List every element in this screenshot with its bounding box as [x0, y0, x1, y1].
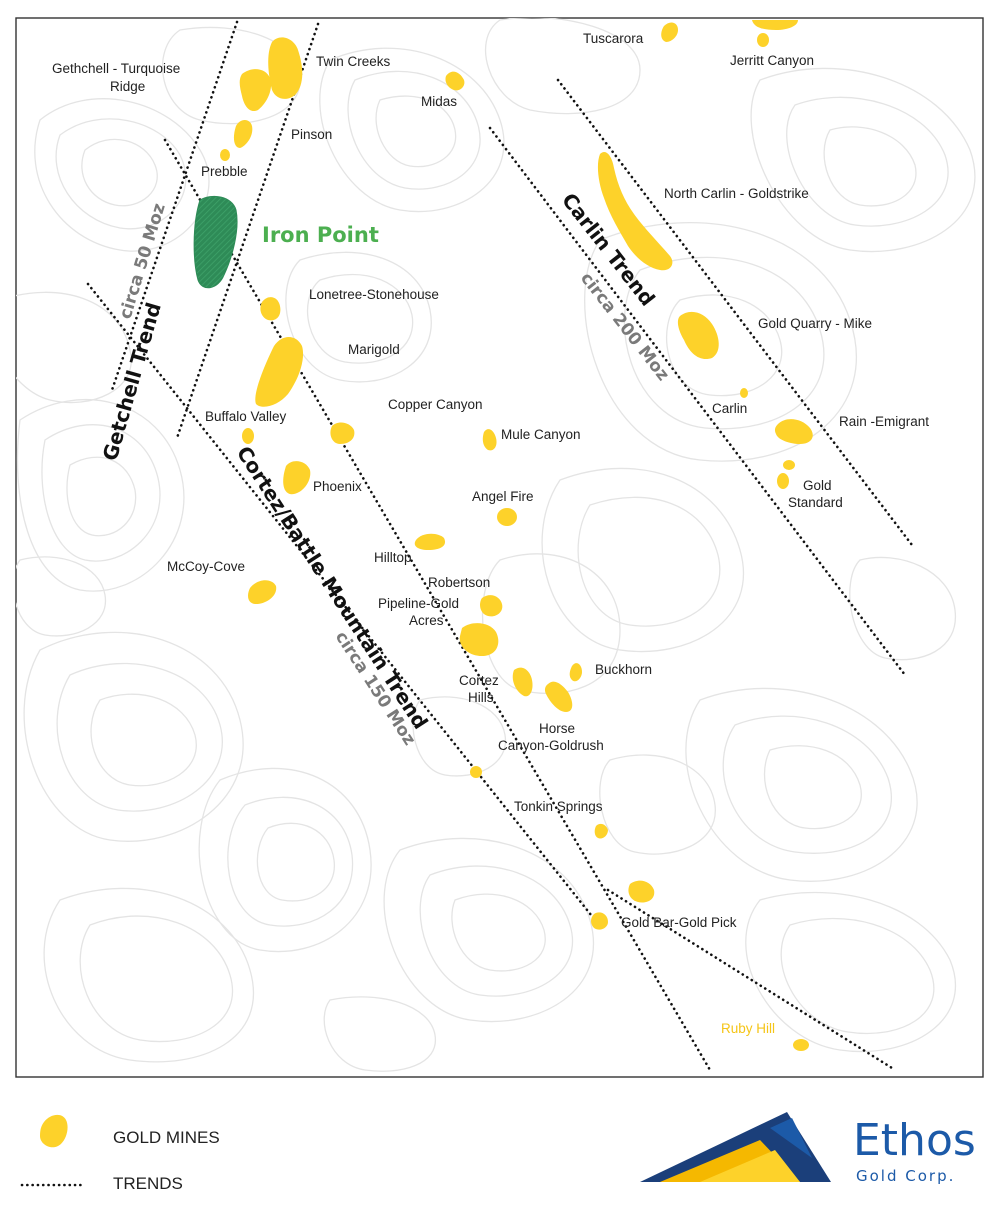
gold-mine-pipeline — [459, 623, 499, 656]
label-pinson: Pinson — [291, 127, 332, 142]
gold-mine-gold-standard-b — [777, 473, 789, 489]
label-ruby-hill: Ruby Hill — [721, 1021, 775, 1036]
gold-mine-gold-standard-a — [783, 460, 795, 470]
label-cortez-2: Hills — [468, 690, 494, 705]
gold-mine-north-carlin — [597, 151, 673, 271]
label-prebble: Prebble — [201, 164, 248, 179]
label-tonkin: Tonkin Springs — [514, 799, 603, 814]
label-cortez-1: Cortez — [459, 673, 499, 688]
label-midas: Midas — [421, 94, 457, 109]
gold-mine-tuscarora — [661, 22, 678, 42]
label-angel-fire: Angel Fire — [472, 489, 534, 504]
gold-mine-rain — [774, 419, 813, 444]
label-rain: Rain -Emigrant — [839, 414, 929, 429]
trend-lines — [86, 20, 914, 1072]
label-gethchell-2: Ridge — [110, 79, 145, 94]
map-frame — [15, 17, 984, 1078]
label-tuscarora: Tuscarora — [583, 31, 644, 46]
label-gold-quarry: Gold Quarry - Mike — [758, 316, 872, 331]
iron-point-area — [193, 195, 238, 289]
mine-labels: Gethchell - Turquoise Ridge Twin Creeks … — [52, 31, 929, 1036]
label-gethchell: Gethchell - Turquoise — [52, 61, 180, 76]
gold-mine-tonkin-a — [470, 766, 482, 778]
logo-mountain-light — [700, 1150, 800, 1182]
logo-mountain-blue — [770, 1118, 812, 1158]
gold-mine-marigold — [255, 337, 304, 407]
legend-gold-mines-label: GOLD MINES — [113, 1128, 220, 1147]
getchell-trend-line-left — [110, 20, 239, 392]
gold-mine-midas — [445, 71, 465, 91]
gold-mine-tonkin-b — [594, 823, 608, 839]
legend: GOLD MINES TRENDS — [20, 1114, 220, 1193]
gold-mines — [220, 20, 813, 1051]
cortez-trend-line-right — [163, 138, 712, 1072]
gold-mine-robertson — [480, 595, 503, 617]
label-pipeline-2: Acres — [409, 613, 444, 628]
getchell-trend-line-right — [175, 22, 320, 440]
logo-sub: Gold Corp. — [856, 1167, 955, 1185]
gold-mine-jerritt-a — [752, 20, 798, 30]
gold-mine-cortez — [512, 667, 533, 697]
gold-mine-buffalo-valley — [242, 428, 254, 444]
gold-mine-horse-canyon — [544, 681, 573, 712]
gold-mine-gold-bar-b — [591, 912, 608, 930]
legend-gold-mine-swatch — [40, 1114, 68, 1148]
logo-name: Ethos — [853, 1115, 976, 1166]
label-gold-bar: Gold Bar-Gold Pick — [621, 915, 737, 930]
label-jerritt: Jerritt Canyon — [730, 53, 814, 68]
label-carlin: Carlin — [712, 401, 747, 416]
gold-mine-jerritt-b — [757, 33, 769, 47]
gold-mine-twin-creeks — [268, 37, 303, 99]
gold-mine-lonetree — [260, 297, 281, 321]
cortez-trend-line-left — [86, 282, 601, 927]
topographic-contours — [16, 18, 976, 1072]
legend-trends-label: TRENDS — [113, 1174, 183, 1193]
label-buckhorn: Buckhorn — [595, 662, 652, 677]
label-twin-creeks: Twin Creeks — [316, 54, 391, 69]
label-mule-canyon: Mule Canyon — [501, 427, 581, 442]
iron-point-label: Iron Point — [262, 223, 379, 247]
gold-mine-phoenix — [283, 461, 311, 495]
label-north-carlin: North Carlin - Goldstrike — [664, 186, 809, 201]
gold-mine-copper-canyon — [330, 422, 355, 444]
gold-mine-carlin — [740, 388, 748, 398]
label-gold-standard-2: Standard — [788, 495, 843, 510]
gold-mine-buckhorn — [569, 663, 582, 682]
label-lonetree: Lonetree-Stonehouse — [309, 287, 439, 302]
gold-mine-prebble — [220, 149, 230, 161]
label-marigold: Marigold — [348, 342, 400, 357]
label-phoenix: Phoenix — [313, 479, 362, 494]
gold-mine-gold-quarry — [677, 311, 719, 360]
label-horse-1: Horse — [539, 721, 575, 736]
gold-mine-ruby-hill — [793, 1039, 809, 1051]
label-copper-canyon: Copper Canyon — [388, 397, 483, 412]
gold-mine-mule-canyon — [482, 429, 497, 451]
carlin-trend-line-right — [556, 78, 914, 547]
gold-mine-gethchell — [239, 69, 272, 112]
gold-mine-hilltop — [414, 533, 446, 550]
gold-mine-angel-fire — [497, 508, 517, 526]
carlin-trend-line-left — [488, 126, 907, 677]
gold-mine-gold-bar-a — [628, 880, 655, 903]
label-hilltop: Hilltop — [374, 550, 412, 565]
gold-mine-pinson — [233, 120, 253, 148]
gold-mine-mccoy — [248, 580, 277, 604]
label-mccoy: McCoy-Cove — [167, 559, 245, 574]
label-horse-2: Canyon-Goldrush — [498, 738, 604, 753]
ethos-logo: Ethos Gold Corp. — [640, 1112, 976, 1185]
label-buffalo-valley: Buffalo Valley — [205, 409, 287, 424]
label-gold-standard-1: Gold — [803, 478, 832, 493]
label-pipeline-1: Pipeline-Gold — [378, 596, 459, 611]
label-robertson: Robertson — [428, 575, 490, 590]
